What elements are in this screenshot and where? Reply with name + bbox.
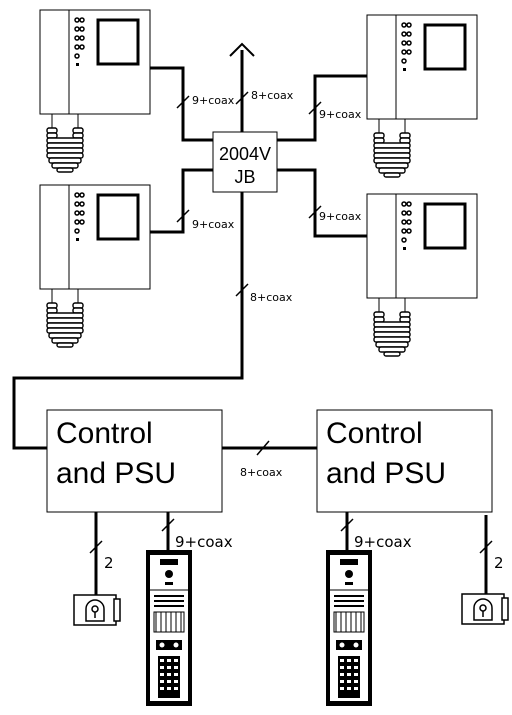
junction-box-type: JB	[234, 167, 255, 187]
cable-label-between-psu: 8+coax	[240, 466, 283, 479]
cable-label-mid-right: 9+coax	[319, 210, 362, 223]
video-monitor-icon	[38, 8, 152, 174]
cable-label-right-lock: 2	[494, 554, 504, 572]
mid-right-monitor-wire	[277, 168, 367, 238]
trunk-wire	[12, 192, 244, 450]
junction-box-model: 2004V	[219, 144, 271, 164]
video-monitor-icon	[38, 183, 152, 349]
psu-right-line1: Control	[326, 417, 423, 450]
psu-left-line2: and PSU	[56, 457, 176, 490]
control-psu-right: Control and PSU	[316, 409, 493, 513]
junction-box: 2004V JB	[212, 131, 278, 193]
cable-markers	[89, 91, 493, 554]
wiring	[12, 42, 488, 597]
mid-left-monitor-wire	[150, 168, 213, 234]
cable-label-left-panel: 9+coax	[175, 533, 233, 551]
video-monitor-icon	[365, 192, 479, 358]
cable-label-top-right: 9+coax	[319, 108, 362, 121]
control-psu-left: Control and PSU	[46, 409, 223, 513]
cable-label-top-left: 9+coax	[192, 94, 235, 107]
cable-label-trunk: 8+coax	[250, 291, 293, 304]
video-monitor-icon	[365, 13, 479, 179]
psu-right-line2: and PSU	[326, 457, 446, 490]
top-left-monitor-wire	[150, 66, 213, 142]
cable-label-top-up: 8+coax	[251, 89, 294, 102]
door-entry-panel-icon	[325, 549, 373, 707]
cable-label-left-lock: 2	[104, 554, 114, 572]
riser-arrow-icon	[229, 42, 255, 57]
lock-release-icon	[461, 593, 509, 625]
door-entry-panel-icon	[145, 549, 193, 707]
cable-label-right-panel: 9+coax	[354, 533, 412, 551]
psu-left-line1: Control	[56, 417, 153, 450]
cable-label-mid-left: 9+coax	[192, 218, 235, 231]
lock-release-icon	[73, 594, 121, 626]
